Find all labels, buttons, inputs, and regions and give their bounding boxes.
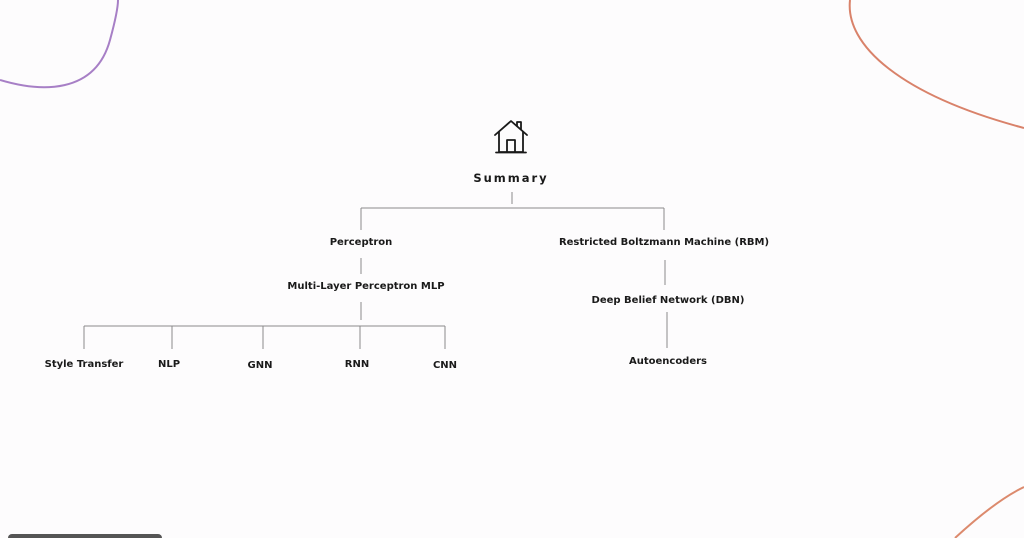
node-mlp: Multi-Layer Perceptron MLP [287, 281, 445, 292]
decor-curve-bottom-right [954, 486, 1024, 538]
node-cnn: CNN [432, 360, 458, 371]
node-perceptron: Perceptron [329, 237, 393, 248]
decor-curve-top-left [0, 0, 119, 89]
node-nlp: NLP [157, 359, 181, 370]
horizontal-scrollbar[interactable] [8, 534, 162, 538]
node-style-transfer: Style Transfer [44, 359, 124, 370]
home-icon [494, 120, 528, 154]
node-dbn: Deep Belief Network (DBN) [591, 295, 745, 306]
diagram-root-title: Summary [473, 171, 549, 185]
node-autoencoders: Autoencoders [628, 356, 708, 367]
node-rnn: RNN [344, 359, 370, 370]
node-gnn: GNN [247, 360, 273, 371]
node-rbm: Restricted Boltzmann Machine (RBM) [558, 237, 770, 248]
decor-curve-top-right [848, 0, 1024, 129]
